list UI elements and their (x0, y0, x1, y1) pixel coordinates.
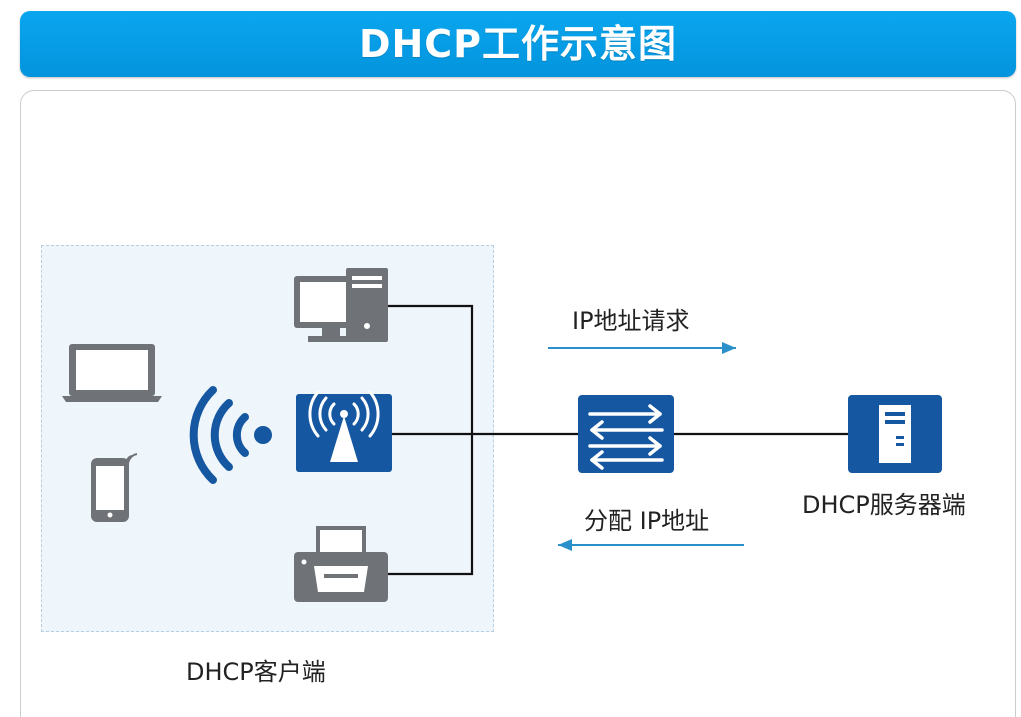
wireless-access-point-icon (296, 390, 392, 472)
wifi-signal-icon (189, 386, 272, 484)
printer-icon (294, 526, 388, 602)
desktop-computer-icon (294, 268, 388, 342)
dhcp-client-label: DHCP客户端 (186, 658, 326, 686)
connection-lines (388, 304, 848, 576)
title-bar: DHCP工作示意图 (20, 11, 1016, 77)
switch-icon (578, 395, 674, 473)
desktop-link (388, 304, 474, 576)
ip-request-label: IP地址请求 (572, 307, 690, 335)
dhcp-server-label: DHCP服务器端 (802, 491, 966, 519)
server-icon (848, 395, 942, 473)
ip-assign-label: 分配 IP地址 (584, 507, 710, 535)
smartphone-icon (91, 453, 138, 522)
diagram-title: DHCP工作示意图 (358, 22, 678, 66)
laptop-icon (62, 344, 162, 402)
